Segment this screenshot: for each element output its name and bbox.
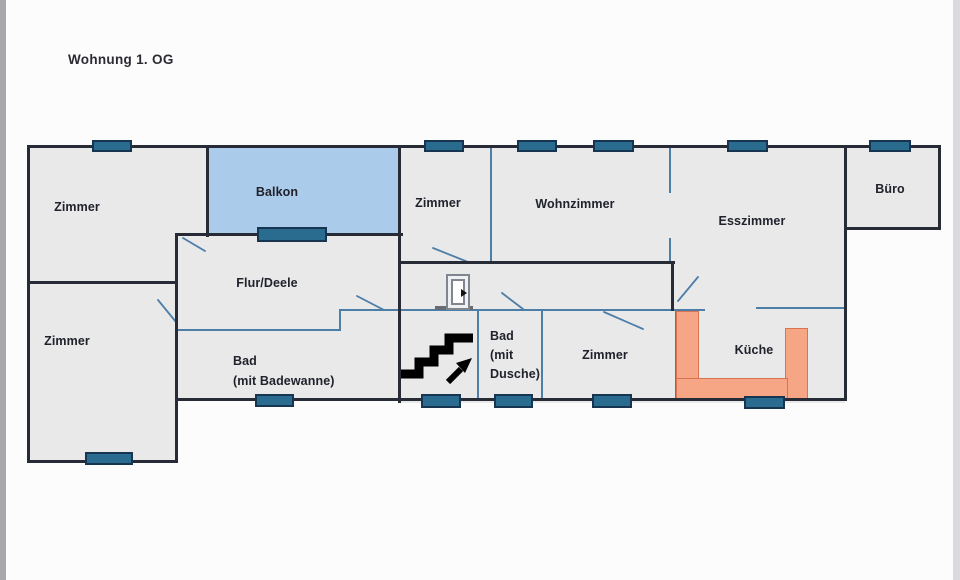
label-kueche: Küche [734,343,774,357]
window-icon [85,452,133,465]
stairs-icon [401,333,473,385]
room-balkon [208,146,400,235]
room-zimmer-bottom-left [27,283,175,460]
window-icon [727,140,768,152]
label-bad-dusche-line2: (mit [490,348,514,362]
wall [175,329,340,331]
kitchen-counter [785,328,808,401]
wall [541,310,543,400]
label-zimmer-bottom-middle: Zimmer [582,348,628,362]
entrance-door-icon [446,274,470,310]
wall [27,145,940,148]
label-bad-dusche-line3: Dusche) [490,367,541,381]
plan-title: Wohnung 1. OG [68,52,174,67]
label-buero: Büro [875,182,905,196]
room-buero [845,146,940,228]
wall [206,145,209,237]
label-bad-dusche-line1: Bad [490,329,514,343]
window-icon [593,140,634,152]
label-bad-badewanne: Bad (mit Badewanne) [233,351,335,391]
wall [339,309,705,311]
balcony-door-icon [257,227,327,242]
wall [490,146,492,263]
window-icon [424,140,464,152]
window-icon [744,396,785,409]
label-zimmer-middle: Zimmer [415,196,461,210]
wall [938,145,941,230]
wall [669,238,671,263]
label-zimmer-top-left: Zimmer [54,200,100,214]
wall [27,281,177,284]
wall [671,261,674,311]
window-icon [517,140,557,152]
label-esszimmer: Esszimmer [718,214,786,228]
wall [669,146,671,193]
label-bad-dusche: Bad (mit Dusche) [490,327,540,384]
wall [844,145,847,401]
label-zimmer-bottom-left: Zimmer [44,334,90,348]
wall [477,310,479,400]
window-icon [92,140,132,152]
door-handle-arrow-icon [461,289,467,297]
photo-left-edge [0,0,6,580]
wall [398,145,401,403]
window-icon [494,394,533,408]
wall [398,261,675,264]
label-flur-deele: Flur/Deele [236,276,298,290]
wall [339,310,341,331]
wall [175,233,178,463]
window-icon [255,394,294,407]
wall [756,307,845,309]
photo-right-edge [953,0,960,580]
window-icon [592,394,632,408]
label-wohnzimmer: Wohnzimmer [535,197,615,211]
window-icon [869,140,911,152]
wall [27,145,30,463]
room-main-block [400,146,845,403]
wall [844,227,941,230]
room-flur-und-bad [175,235,400,400]
label-bad-badewanne-line2: (mit Badewanne) [233,374,335,388]
window-icon [421,394,461,408]
label-balkon: Balkon [255,185,299,199]
label-bad-badewanne-line1: Bad [233,354,257,368]
